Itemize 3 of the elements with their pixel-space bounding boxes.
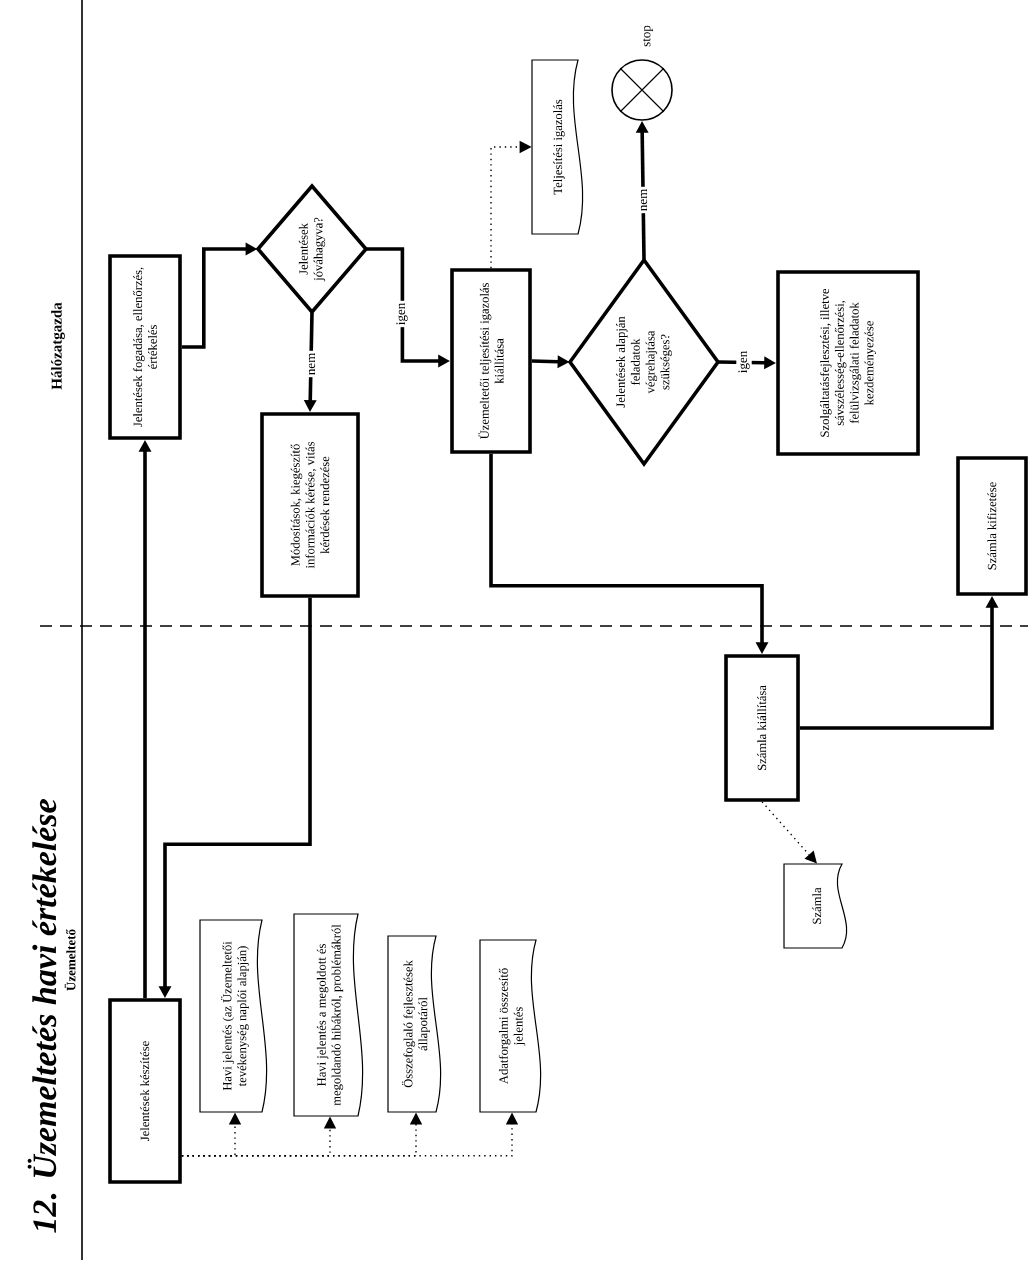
arrow: [761, 801, 817, 864]
title: 12. Üzemeltetés havi értékelése: [27, 799, 57, 1233]
stop-symbol: [611, 59, 673, 121]
